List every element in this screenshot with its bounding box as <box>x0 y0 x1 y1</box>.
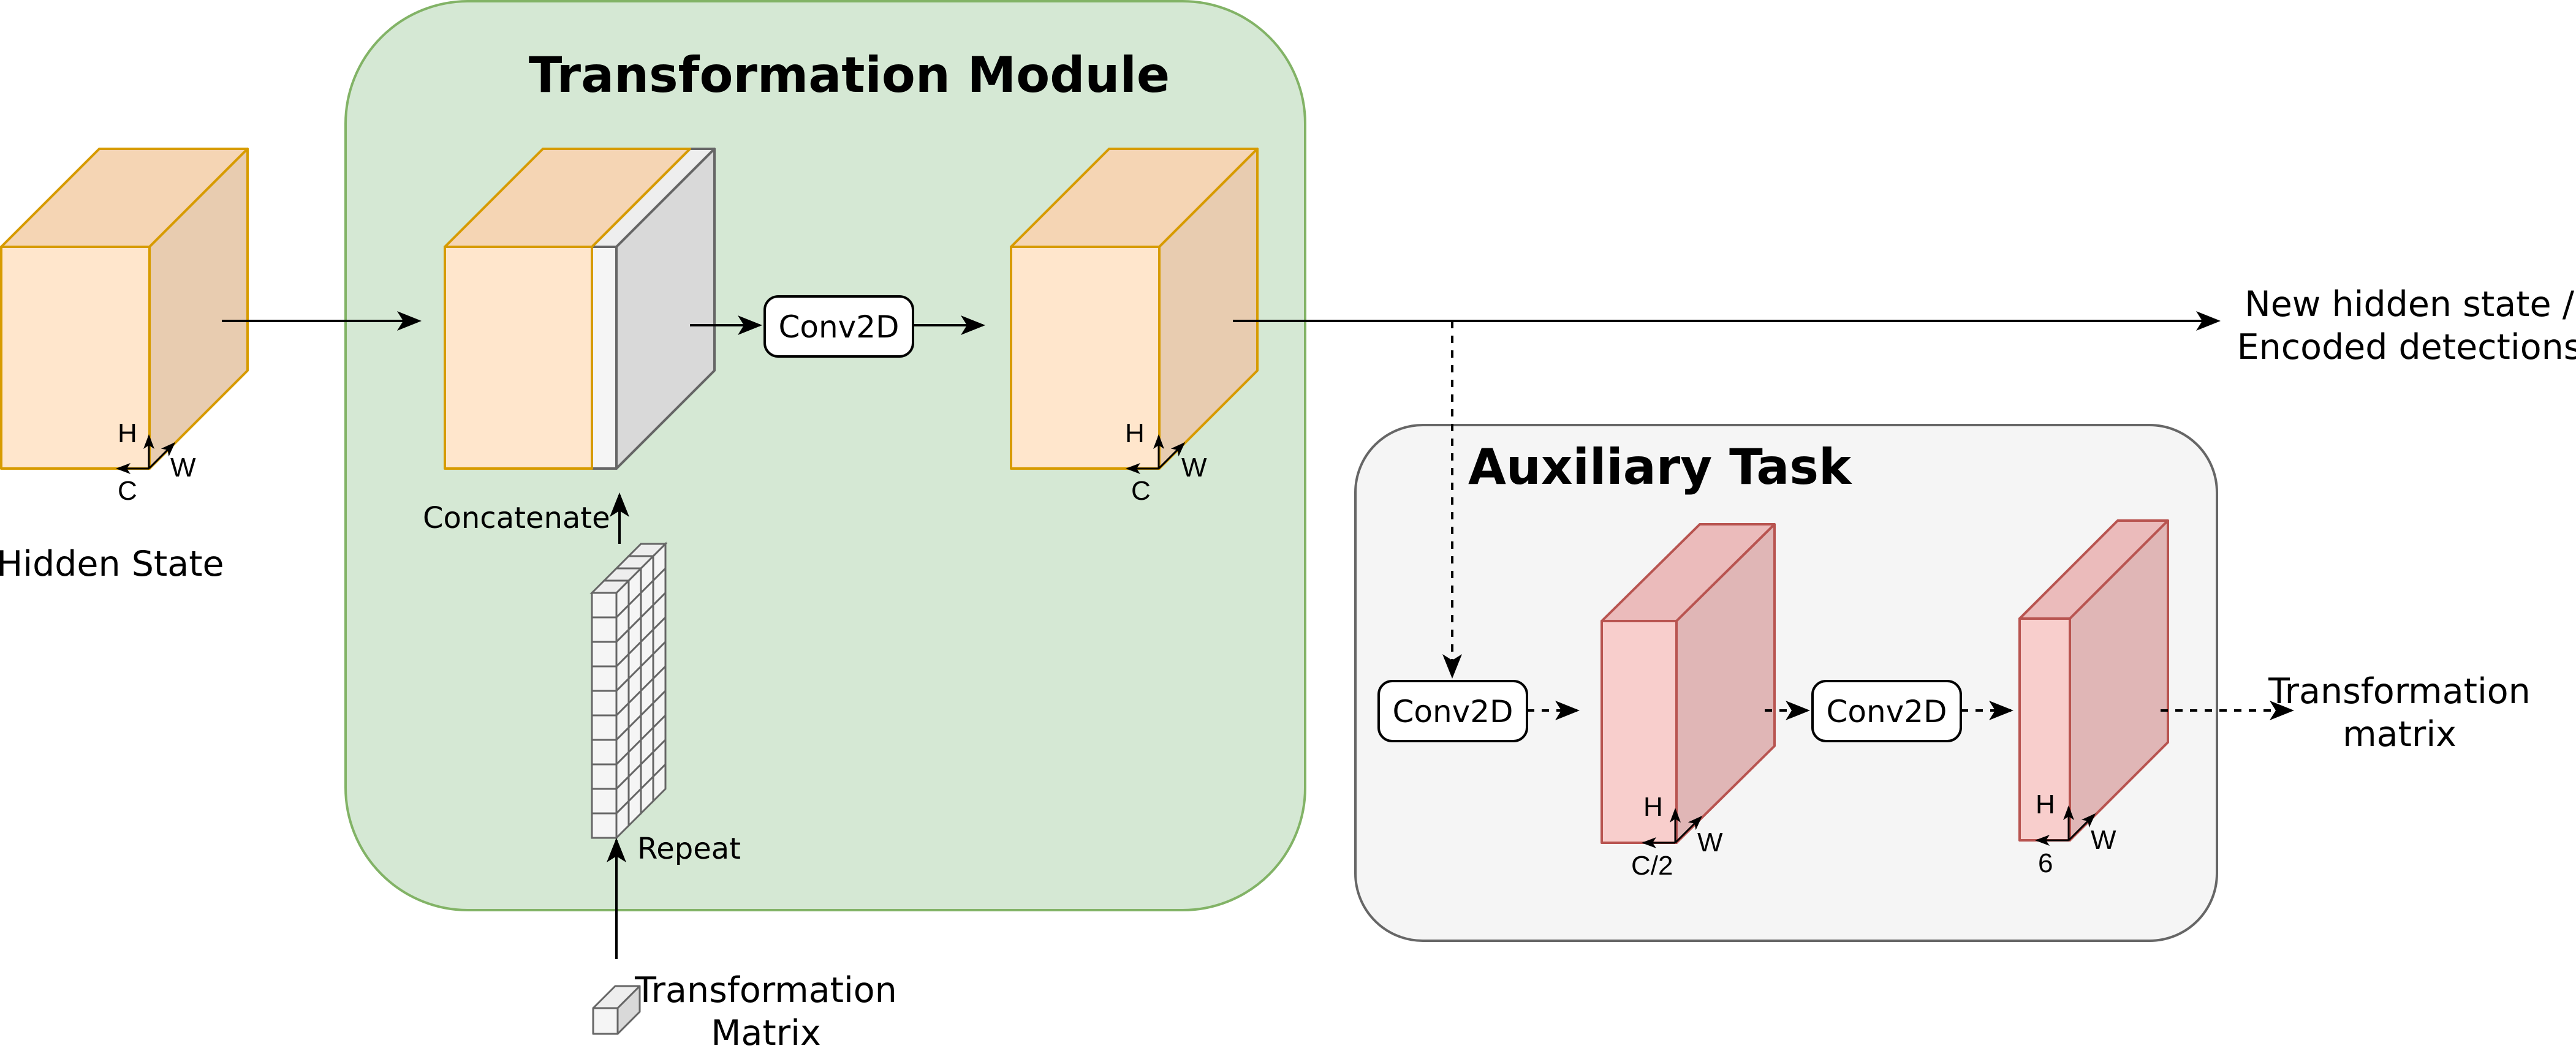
repeat-grid <box>589 541 668 840</box>
auxiliary-task: Auxiliary Task <box>1354 424 2218 942</box>
transformation-matrix-cube <box>592 985 641 1035</box>
concat-orange-front <box>444 246 593 470</box>
conv2d-main-label: Conv2D <box>778 309 899 345</box>
aux-conv2d-2-label: Conv2D <box>1826 694 1947 729</box>
concat-grey-front <box>591 246 618 470</box>
repeat-grid-cell <box>591 665 618 692</box>
auxiliary-task-title: Auxiliary Task <box>1468 439 1852 495</box>
aux-block-1-front <box>1601 620 1678 844</box>
hidden-state-axis-h: H <box>118 418 137 448</box>
output-axis-h: H <box>1125 418 1145 448</box>
output-axes: H W C <box>1125 418 1207 506</box>
aux-block-2 <box>2018 519 2169 842</box>
aux-conv2d-1: Conv2D <box>1377 680 1528 742</box>
hidden-state-axis-w: W <box>170 453 196 483</box>
new-hidden-state-label-2: Encoded detections <box>2237 327 2576 367</box>
output-cube-front <box>1010 246 1161 470</box>
hidden-state-cube <box>0 148 249 470</box>
auxiliary-task-box <box>1354 424 2218 942</box>
aux-block-1 <box>1601 523 1776 844</box>
aux-block-1-axis-w: W <box>1697 827 1723 857</box>
repeat-grid-cell <box>591 641 618 668</box>
output-axis-c: C <box>1131 476 1151 506</box>
concatenate-label: Concatenate <box>423 501 610 535</box>
transformation-module-title: Transformation Module <box>529 47 1170 104</box>
repeat-label: Repeat <box>637 832 741 866</box>
aux-block-2-axis-h: H <box>2036 789 2055 819</box>
aux-conv2d-2: Conv2D <box>1811 680 1962 742</box>
aux-conv2d-1-label: Conv2D <box>1392 694 1513 729</box>
hidden-state-axes: H W C <box>116 418 196 506</box>
repeat-grid-cell <box>591 788 618 815</box>
aux-block-1-axis-c: C/2 <box>1631 851 1673 881</box>
aux-block-2-axes: H W 6 <box>2035 789 2116 878</box>
aux-block-1-axis-h: H <box>1643 792 1663 822</box>
aux-block-2-axis-w: W <box>2091 825 2116 855</box>
repeat-grid-cell <box>591 616 618 643</box>
conv2d-main: Conv2D <box>763 295 914 358</box>
repeat-grid-cell <box>591 812 618 839</box>
repeat-grid-cell <box>591 592 618 619</box>
aux-block-1-axes: H W C/2 <box>1631 792 1723 881</box>
hidden-state-label: Hidden State <box>0 544 224 584</box>
transformation-input-label-2: Matrix <box>711 1013 820 1051</box>
hidden-state-axis-c: C <box>118 476 137 506</box>
repeat-grid-cell <box>591 690 618 717</box>
aux-output-label-1: Transformation <box>2268 671 2531 712</box>
new-hidden-state-label-1: New hidden state / <box>2245 284 2575 325</box>
output-axis-w: W <box>1181 453 1207 483</box>
aux-block-2-axis-c: 6 <box>2038 848 2053 878</box>
repeat-grid-cell <box>591 739 618 766</box>
transformation-input-label-1: Transformation <box>634 970 897 1011</box>
output-cube <box>1010 148 1259 470</box>
aux-block-2-front <box>2018 617 2071 842</box>
repeat-grid-cell <box>591 763 618 790</box>
repeat-grid-cell <box>591 714 618 741</box>
concat-block <box>444 148 716 470</box>
aux-output-label-2: matrix <box>2343 714 2457 755</box>
hidden-state-cube-front <box>0 246 151 470</box>
